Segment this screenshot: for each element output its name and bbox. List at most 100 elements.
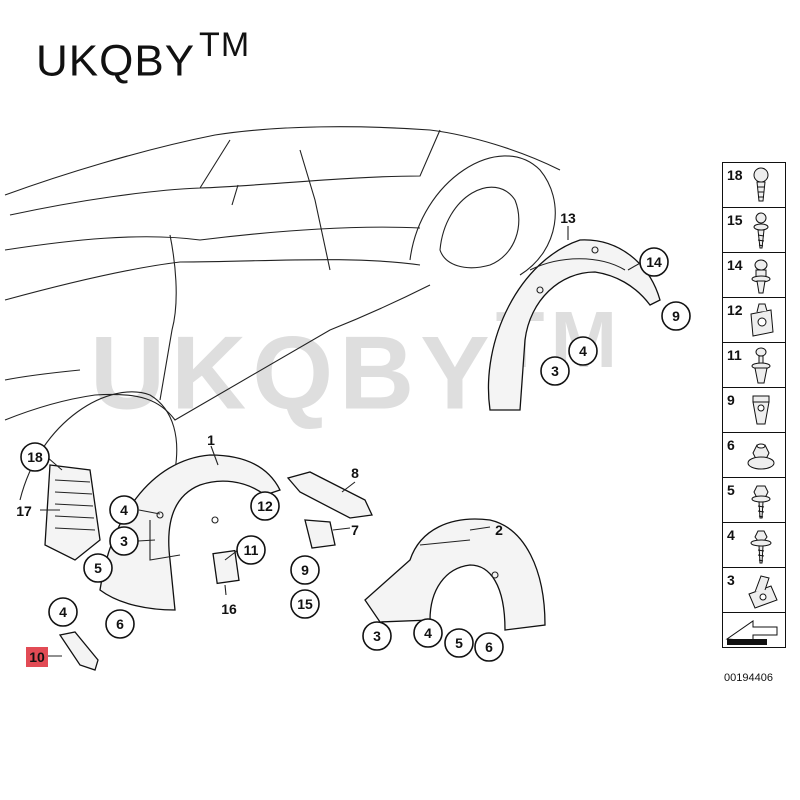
- callout-label: 6: [116, 616, 124, 632]
- callout-c17: 17: [16, 503, 32, 519]
- callout-c18: 18: [20, 442, 50, 472]
- legend-number: 6: [727, 437, 735, 453]
- callout-label: 17: [16, 503, 32, 519]
- callout-c3a: 3: [109, 526, 139, 556]
- legend-row-5: 5: [723, 478, 785, 523]
- callout-circle: [540, 356, 570, 386]
- callout-c11: 11: [236, 535, 266, 565]
- legend-number: 12: [727, 302, 743, 318]
- callout-circle: [661, 301, 691, 331]
- fastener-legend: 18 15 14 12 11 9 6 5 4 3: [722, 162, 786, 648]
- callout-label: 11: [244, 542, 259, 558]
- callout-label: 5: [455, 635, 463, 651]
- callout-circle: [20, 442, 50, 472]
- legend-row-9: 9: [723, 388, 785, 433]
- callout-circle: [568, 336, 598, 366]
- arrow-icon: [725, 620, 778, 645]
- callout-circle: [290, 555, 320, 585]
- legend-row-4: 4: [723, 523, 785, 568]
- wheel-arch-liner-rear: [487, 239, 661, 411]
- legend-row-15: 15: [723, 208, 785, 253]
- callout-c1: 1: [207, 432, 215, 448]
- callout-c10: 10: [26, 647, 48, 667]
- callout-c5a: 5: [83, 553, 113, 583]
- brackets-7-8: [286, 471, 373, 549]
- legend-row-12: 12: [723, 298, 785, 343]
- callout-c7: 7: [351, 522, 359, 538]
- callout-label: 4: [120, 502, 128, 518]
- callout-c4d: 4: [568, 336, 598, 366]
- callout-c14: 14: [639, 247, 669, 277]
- brand-tm: TM: [199, 26, 251, 64]
- legend-number: 9: [727, 392, 735, 408]
- brand-name: UKQBY: [36, 36, 196, 86]
- callout-c15: 15: [290, 589, 320, 619]
- callout-circle: [105, 609, 135, 639]
- callout-c5b: 5: [444, 628, 474, 658]
- legend-number: 5: [727, 482, 735, 498]
- callout-c9a: 9: [290, 555, 320, 585]
- callout-c16: 16: [221, 601, 237, 617]
- legend-number: 15: [727, 212, 743, 228]
- diagram-code: 00194406: [724, 672, 773, 684]
- legend-number: 11: [727, 347, 742, 363]
- legend-number: 3: [727, 572, 735, 588]
- callout-c4a: 4: [109, 495, 139, 525]
- callout-label: 3: [373, 628, 381, 644]
- legend-number: 4: [727, 527, 735, 543]
- callout-circle: [236, 535, 266, 565]
- callout-c2: 2: [495, 522, 503, 538]
- callout-circle: [250, 491, 280, 521]
- callout-circle: [444, 628, 474, 658]
- callout-label: 13: [560, 210, 576, 226]
- callout-label: 7: [351, 522, 359, 538]
- callout-c9b: 9: [661, 301, 691, 331]
- wheel-arch-liner-part-2: [364, 518, 546, 631]
- callout-c3c: 3: [540, 356, 570, 386]
- legend-number: 14: [727, 257, 743, 273]
- legend-arrow-row: [723, 613, 785, 647]
- legend-row-14: 14: [723, 253, 785, 298]
- callout-c13: 13: [560, 210, 576, 226]
- callout-label: 3: [551, 363, 559, 379]
- callout-label: 9: [672, 308, 680, 324]
- watermark-name: UKQBY: [90, 315, 496, 432]
- callout-label: 15: [297, 596, 313, 612]
- callout-label: 4: [424, 625, 432, 641]
- callout-circle: [290, 589, 320, 619]
- callout-circle: [639, 247, 669, 277]
- callout-label: 12: [257, 498, 273, 514]
- callout-circle: [474, 632, 504, 662]
- callout-c3b: 3: [362, 621, 392, 651]
- callout-c8: 8: [351, 465, 359, 481]
- callout-label: 14: [646, 254, 662, 270]
- callout-label: 9: [301, 562, 309, 578]
- callout-label: 8: [351, 465, 359, 481]
- callout-label: 16: [221, 601, 237, 617]
- callout-label: 10: [29, 649, 45, 665]
- callout-label: 18: [27, 449, 43, 465]
- callout-label: 1: [207, 432, 215, 448]
- air-duct-panel: [44, 464, 101, 561]
- legend-row-18: 18: [723, 163, 785, 208]
- callout-circle: [109, 526, 139, 556]
- car-outline: [4, 126, 561, 501]
- callout-circle: [109, 495, 139, 525]
- legend-number: 18: [727, 167, 743, 183]
- callout-c4c: 4: [413, 618, 443, 648]
- callout-label: 6: [485, 639, 493, 655]
- legend-row-11: 11: [723, 343, 785, 388]
- callout-c6a: 6: [105, 609, 135, 639]
- callout-label: 4: [579, 343, 587, 359]
- callout-circle: [413, 618, 443, 648]
- callout-highlight: [26, 647, 48, 667]
- callout-c4b: 4: [48, 597, 78, 627]
- callout-label: 4: [59, 604, 67, 620]
- callout-c12: 12: [250, 491, 280, 521]
- legend-row-6: 6: [723, 433, 785, 478]
- bracket-part-10: [58, 631, 99, 671]
- callout-label: 5: [94, 560, 102, 576]
